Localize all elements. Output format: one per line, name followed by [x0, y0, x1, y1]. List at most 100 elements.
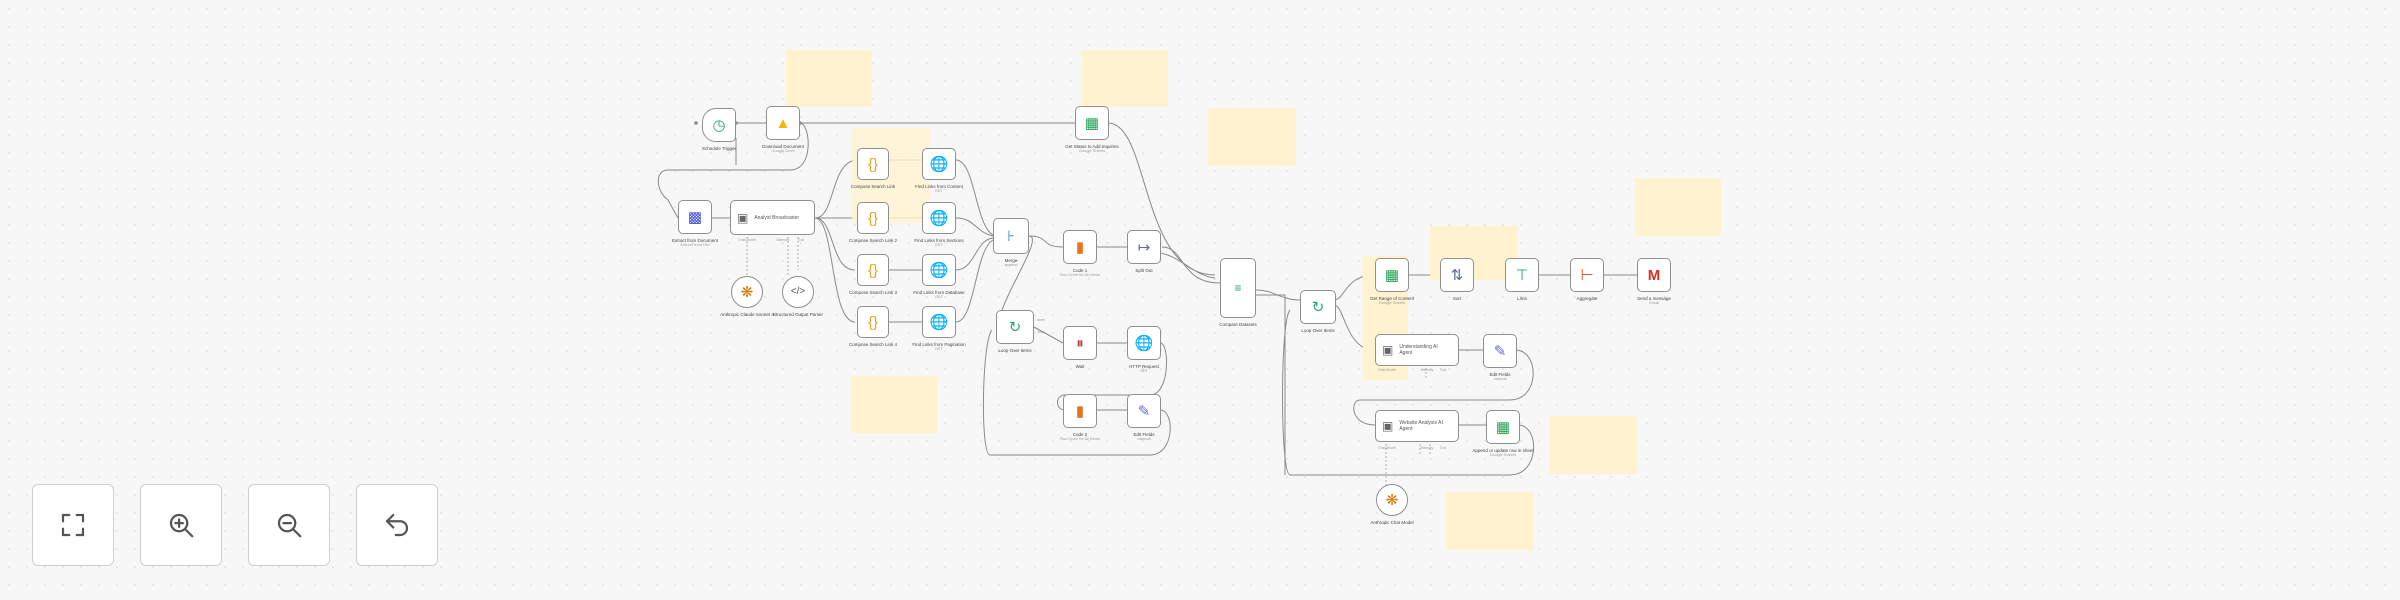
- node-label: Wait: [1075, 364, 1085, 369]
- robot-icon: ▣: [1382, 419, 1394, 433]
- ai-agent-node[interactable]: ▣ Analyst Broadcaster: [730, 200, 815, 235]
- globe-icon: 🌐: [929, 313, 949, 331]
- output-parser-node[interactable]: </>: [782, 276, 814, 308]
- code-node[interactable]: {}: [857, 148, 889, 180]
- loop-over-items-node[interactable]: ↻: [996, 310, 1034, 344]
- ai-agent-node[interactable]: ▣ Website Analysis AI Agent: [1375, 410, 1459, 442]
- extract-from-file-node[interactable]: ▩: [678, 200, 712, 234]
- fit-view-button[interactable]: [32, 484, 114, 566]
- google-sheets-node[interactable]: ▦: [1075, 106, 1109, 140]
- http-request-node[interactable]: 🌐: [922, 202, 956, 234]
- merge-icon: ⊦: [1007, 227, 1015, 245]
- ai-agent-node[interactable]: ▣ Understanding AI Agent: [1375, 334, 1459, 366]
- edit-fields-node[interactable]: ✎: [1483, 334, 1517, 368]
- code-node[interactable]: ▮: [1063, 394, 1097, 428]
- google-sheets-node[interactable]: ▦: [1375, 258, 1409, 292]
- sticky-note[interactable]: [786, 50, 872, 107]
- google-sheets-node[interactable]: ▦: [1486, 410, 1520, 444]
- loop-over-items-node[interactable]: ↻: [1300, 290, 1336, 324]
- aggregate-icon: ⊢: [1580, 266, 1594, 284]
- wait-node[interactable]: ⏸: [1063, 326, 1097, 360]
- pencil-icon: ✎: [1137, 402, 1151, 420]
- sheets-icon: ▦: [1384, 266, 1400, 284]
- node-label: Compose Search Link 3: [848, 290, 898, 295]
- code-braces-icon: {}: [867, 155, 879, 173]
- fit-view-icon: [61, 513, 85, 537]
- sheets-icon: ▦: [1084, 114, 1100, 132]
- anthropic-icon: ❋: [1385, 491, 1399, 509]
- code-braces-icon: {}: [867, 313, 879, 331]
- code-node[interactable]: ▮: [1063, 230, 1097, 264]
- aggregate-node[interactable]: ⊢: [1570, 258, 1604, 292]
- port-label: Tool: [1439, 446, 1447, 450]
- node-label: Compose Search Link 2: [848, 238, 898, 243]
- code-node[interactable]: {}: [857, 306, 889, 338]
- node-label: Loop Over Items: [998, 348, 1032, 353]
- gmail-node[interactable]: M: [1637, 258, 1671, 292]
- sticky-note[interactable]: [1446, 492, 1534, 550]
- compare-datasets-node[interactable]: ≡: [1220, 258, 1256, 318]
- google-drive-node[interactable]: ▲: [766, 106, 800, 140]
- port-label: done: [1037, 318, 1045, 322]
- code-node[interactable]: {}: [857, 254, 889, 286]
- sticky-note[interactable]: [1549, 416, 1637, 474]
- node-label: Compose Search Link: [850, 184, 896, 189]
- edit-fields-node[interactable]: ✎: [1127, 394, 1161, 428]
- node-label: Compose Search Link 4: [848, 342, 898, 347]
- canvas-toolbar: [32, 484, 438, 566]
- limit-icon: ⊤: [1515, 266, 1529, 284]
- split-out-node[interactable]: ↦: [1127, 230, 1161, 264]
- zoom-in-icon: [169, 513, 194, 538]
- code-file-icon: ▮: [1075, 238, 1085, 256]
- code-braces-icon: {}: [867, 209, 879, 227]
- globe-icon: 🌐: [929, 209, 949, 227]
- globe-icon: 🌐: [929, 155, 949, 173]
- sticky-note[interactable]: [1635, 178, 1721, 236]
- globe-icon: 🌐: [929, 261, 949, 279]
- port-label: loop: [1037, 330, 1045, 334]
- reset-zoom-button[interactable]: [356, 484, 438, 566]
- braces-icon: </>: [790, 286, 806, 297]
- port-label: Chat Model: [738, 238, 756, 242]
- globe-icon: 🌐: [1134, 334, 1154, 352]
- limit-node[interactable]: ⊤: [1505, 258, 1539, 292]
- http-request-node[interactable]: 🌐: [922, 306, 956, 338]
- port-label: Chat Model: [1378, 368, 1396, 372]
- gmail-icon: M: [1647, 266, 1661, 284]
- node-label: Aggregate: [1576, 296, 1598, 301]
- schedule-trigger-node[interactable]: ◷: [702, 108, 736, 142]
- undo-icon: [385, 513, 409, 537]
- node-label: Split Out: [1135, 268, 1153, 273]
- http-request-node[interactable]: 🌐: [922, 254, 956, 286]
- sticky-note[interactable]: [851, 376, 937, 433]
- sort-node[interactable]: ⇅: [1440, 258, 1474, 292]
- compare-icon: ≡: [1234, 281, 1242, 295]
- sticky-note[interactable]: [1082, 50, 1168, 107]
- http-request-node[interactable]: 🌐: [922, 148, 956, 180]
- node-label: Anthropic Claude Sonnet 4: [720, 312, 774, 317]
- code-node[interactable]: {}: [857, 202, 889, 234]
- sticky-note[interactable]: [1208, 108, 1296, 166]
- refresh-icon: ↻: [1008, 318, 1022, 336]
- zoom-out-icon: [277, 513, 302, 538]
- node-label: Schedule Trigger: [701, 146, 737, 151]
- zoom-out-button[interactable]: [248, 484, 330, 566]
- port-label: Memory: [1420, 446, 1434, 450]
- anthropic-model-node[interactable]: ❋: [731, 276, 763, 308]
- code-braces-icon: {}: [867, 261, 879, 279]
- merge-node[interactable]: ⊦: [993, 218, 1029, 254]
- anthropic-model-node[interactable]: ❋: [1376, 484, 1408, 516]
- http-request-node[interactable]: 🌐: [1127, 326, 1161, 360]
- zoom-in-button[interactable]: [140, 484, 222, 566]
